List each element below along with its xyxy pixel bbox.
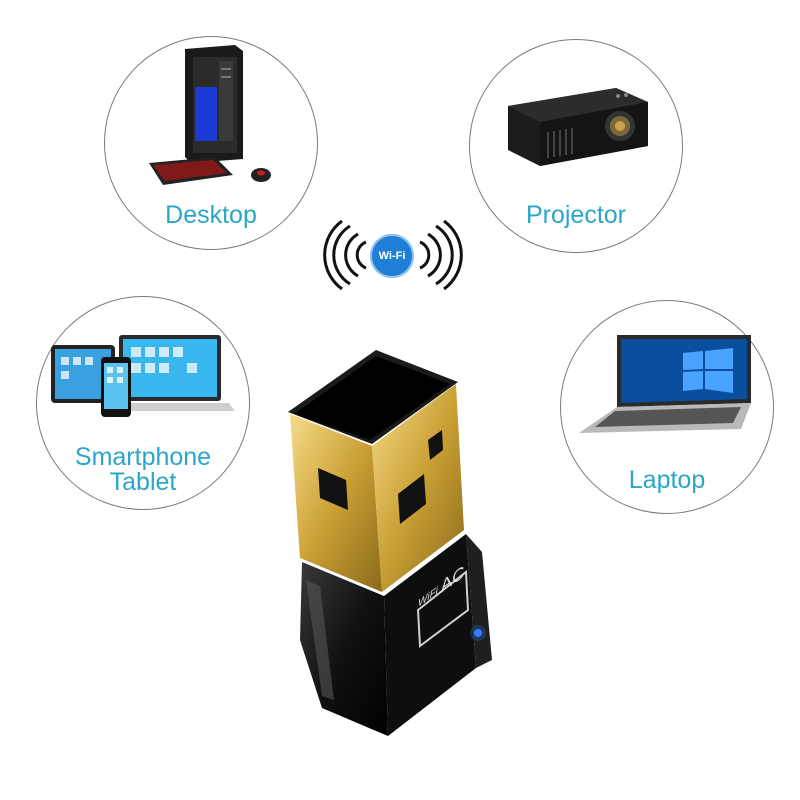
mobile-bubble: Smartphone Tablet <box>36 296 250 510</box>
smartphone-tablet-icon <box>51 335 235 417</box>
laptop-label: Laptop <box>628 466 706 494</box>
projector-label: Projector <box>525 201 627 229</box>
usb-wifi-adapter: WiFi AC <box>250 340 550 760</box>
badge-wifi-text: WiFi <box>418 584 438 610</box>
wifi-badge-icon: Wi-Fi <box>370 234 414 278</box>
badge-ac-text: AC <box>440 561 465 597</box>
status-led <box>474 629 482 637</box>
wifi-ac-badge <box>416 570 470 648</box>
tablet-label: Tablet <box>109 468 177 496</box>
laptop-icon <box>579 335 751 433</box>
desktop-bubble: Desktop <box>104 36 318 250</box>
wifi-signal: Wi-Fi <box>318 220 468 290</box>
laptop-bubble: Laptop <box>560 300 774 514</box>
signal-waves-right-icon <box>419 220 463 290</box>
projector-bubble: Projector <box>469 39 683 253</box>
smartphone-label: Smartphone <box>74 443 212 471</box>
signal-waves-left-icon <box>323 220 367 290</box>
usb-adapter-illustration <box>288 350 492 736</box>
desktop-computer-icon <box>149 45 271 185</box>
desktop-label: Desktop <box>165 201 257 229</box>
wifi-badge-text: Wi-Fi <box>378 250 406 262</box>
projector-icon <box>508 88 648 166</box>
